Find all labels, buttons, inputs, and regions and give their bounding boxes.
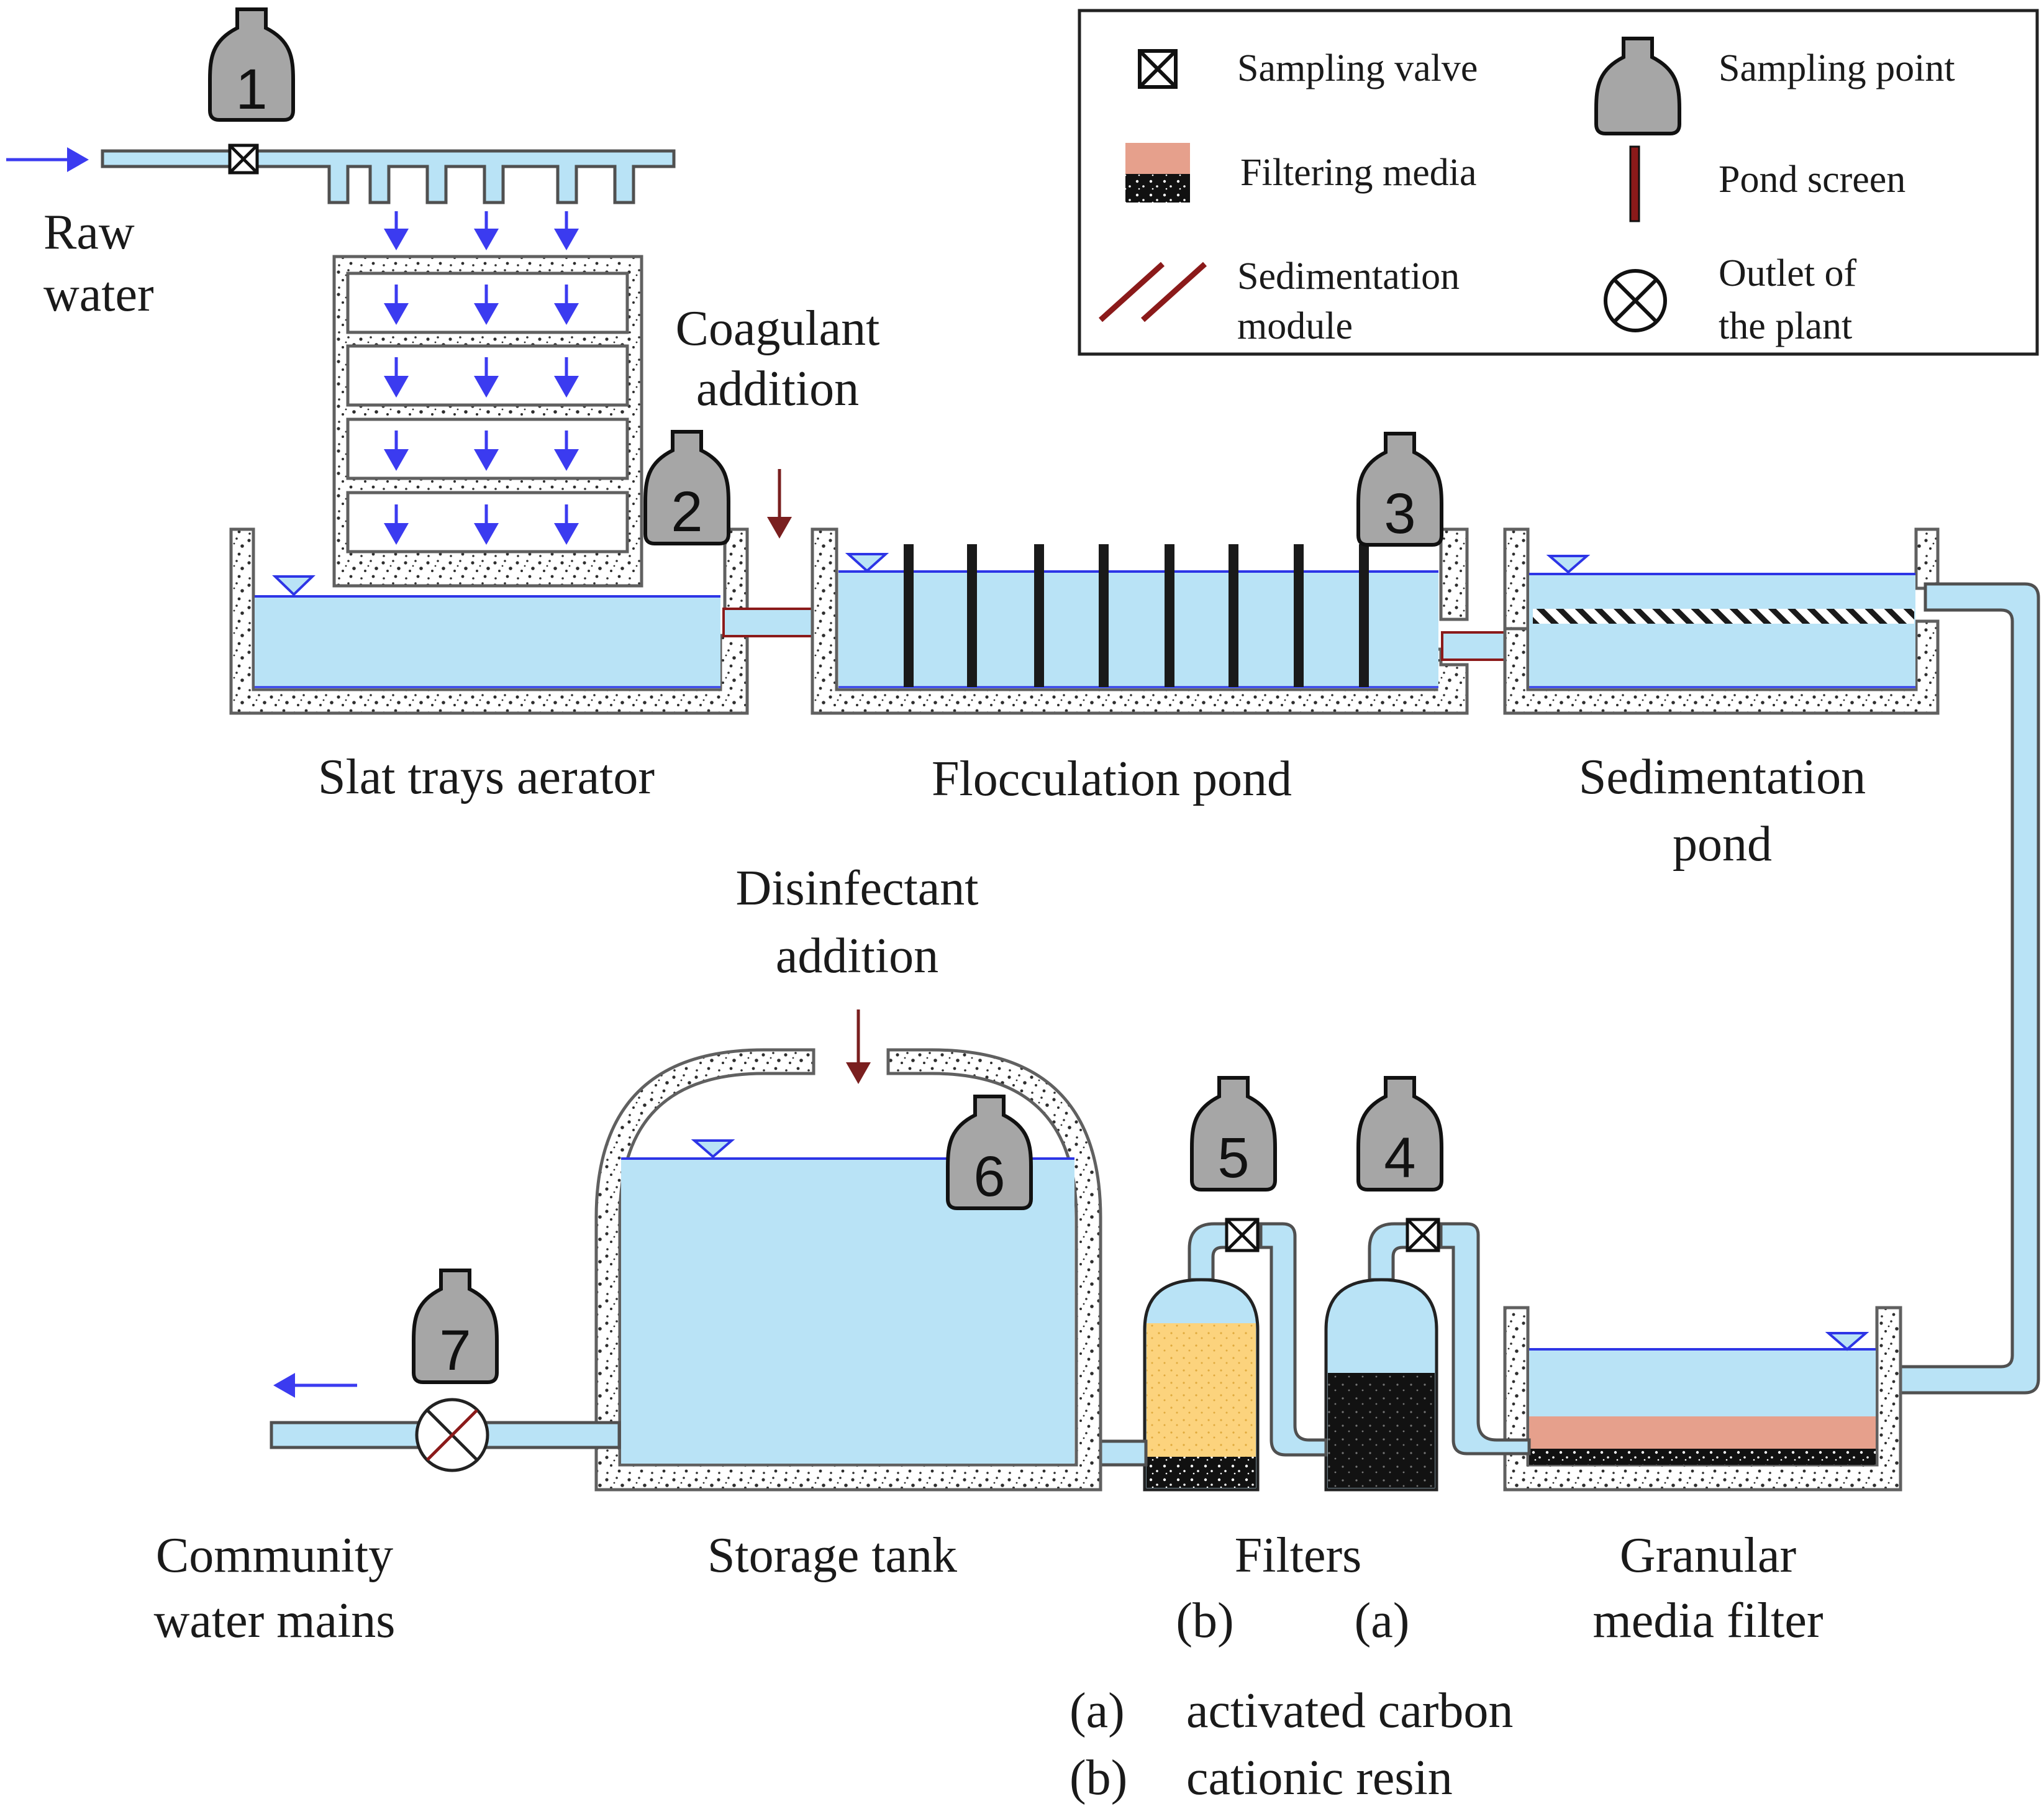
- sampling-point-4-icon: [1356, 1076, 1443, 1192]
- sampling-point-5-icon: [1190, 1076, 1277, 1192]
- sampling-point-2-number: 2: [671, 480, 702, 544]
- granular-label-1: Granular: [1620, 1528, 1796, 1583]
- aerator-water: [255, 596, 720, 688]
- sampling-point-6: 6: [946, 1095, 1033, 1210]
- filters-label: Filters: [1235, 1528, 1361, 1583]
- flocculation-level-marker-icon: [845, 553, 889, 573]
- filter-a-label: (a): [1355, 1593, 1410, 1648]
- sedimentation-module-layer: [1533, 609, 1914, 624]
- sedimentation-pond: [1503, 527, 1940, 715]
- filter-a-carbon: [1324, 1218, 1443, 1492]
- legend: Sampling valve Sampling point Filtering …: [1078, 9, 2039, 356]
- granular-label-2: media filter: [1593, 1593, 1824, 1648]
- legend-filtering-media-icon: [1125, 143, 1190, 203]
- filter-b-resin: [1143, 1218, 1263, 1492]
- sampling-point-2: 2: [643, 430, 730, 545]
- aerator-to-flocculation-pipe: [722, 608, 818, 637]
- legend-sampling-point-label: Sampling point: [1719, 47, 1955, 89]
- storage-tank-shell: [594, 1048, 1102, 1492]
- raw-water-label-1: Raw: [43, 205, 135, 260]
- outlet-valve-icon: [415, 1398, 489, 1472]
- carbon-to-resin-filter-pipe: [1259, 1222, 1328, 1457]
- coagulant-label-2: addition: [696, 362, 859, 416]
- sedimentation-label-2: pond: [1673, 817, 1772, 872]
- sedimentation-outlet-wall: [1914, 527, 1940, 590]
- sampling-point-7: 7: [412, 1269, 499, 1384]
- legend-sampling-point-icon: [1594, 37, 1681, 135]
- sampling-point-3-number: 3: [1384, 482, 1415, 545]
- filter-b-resin-bed: [1147, 1323, 1256, 1457]
- aerator-flow-arrows: [384, 211, 579, 545]
- granular-filter-water: [1529, 1349, 1876, 1418]
- granular-filter-gravel: [1529, 1449, 1876, 1465]
- key-b-text: cationic resin: [1186, 1751, 1453, 1805]
- storage-tank: [594, 1048, 1102, 1492]
- filter-b-label: (b): [1176, 1593, 1233, 1648]
- community-label-2: water mains: [154, 1593, 396, 1648]
- community-label-1: Community: [156, 1528, 393, 1583]
- storage-tank-water: [621, 1159, 1074, 1464]
- sampling-point-3: 3: [1356, 432, 1443, 547]
- sampling-point-6-icon: [946, 1095, 1033, 1210]
- legend-box: [1078, 9, 2039, 356]
- key-a-letter: (a): [1070, 1684, 1125, 1738]
- sampling-valve-1-icon: [228, 144, 259, 175]
- sampling-valve-4-icon: [1406, 1218, 1440, 1252]
- sampling-point-6-number: 6: [973, 1145, 1005, 1208]
- disinfectant-label-1: Disinfectant: [736, 861, 979, 916]
- aerator-label: Slat trays aerator: [318, 750, 655, 804]
- legend-sampling-valve-icon: [1138, 49, 1178, 89]
- legend-pond-screen-icon: [1629, 145, 1640, 222]
- sedimentation-inlet-wall: [1503, 527, 1530, 631]
- disinfectant-label-2: addition: [776, 929, 938, 983]
- storage-label: Storage tank: [707, 1528, 957, 1583]
- sampling-point-1-icon: [208, 7, 295, 122]
- legend-pond-screen-label: Pond screen: [1719, 158, 1905, 201]
- granular-media-filter: [1503, 1306, 1902, 1492]
- storage-level-marker-icon: [691, 1139, 735, 1159]
- raw-water-label-2: water: [43, 267, 154, 322]
- flocculation-label: Flocculation pond: [932, 752, 1292, 806]
- resin-to-storage-pipe: [1097, 1439, 1148, 1467]
- sampling-valve-5-icon: [1225, 1218, 1260, 1252]
- legend-outlet-label-2: the plant: [1719, 305, 1852, 347]
- sampling-point-4-number: 4: [1384, 1126, 1415, 1190]
- legend-sampling-valve-label: Sampling valve: [1237, 47, 1478, 89]
- granular-filter-media: [1529, 1416, 1876, 1449]
- flocculation-water: [838, 572, 1438, 688]
- sampling-point-3-icon: [1356, 432, 1443, 547]
- sampling-point-2-icon: [643, 430, 730, 545]
- legend-sedimentation-module-icon: [1098, 262, 1215, 322]
- filter-b-gravel: [1147, 1457, 1256, 1488]
- sedimentation-label-1: Sedimentation: [1579, 750, 1866, 804]
- raw-water-distribution-pipe: [101, 149, 676, 204]
- community-outlet: [270, 1373, 621, 1472]
- granular-to-carbon-filter-pipe: [1439, 1222, 1531, 1456]
- sampling-point-5: 5: [1190, 1076, 1277, 1192]
- sampling-point-7-icon: [412, 1269, 499, 1384]
- flocculation-pond: [811, 527, 1469, 715]
- flocculation-inner-wall: [1439, 527, 1469, 621]
- sampling-point-5-number: 5: [1217, 1126, 1249, 1190]
- legend-sedimentation-module-label-2: module: [1237, 305, 1353, 347]
- filter-a-carbon-bed: [1328, 1373, 1435, 1488]
- sampling-point-4: 4: [1356, 1076, 1443, 1192]
- legend-sedimentation-module-label-1: Sedimentation: [1237, 255, 1460, 298]
- flocculation-baffles: [904, 544, 1369, 687]
- raw-water-inlet: [6, 144, 676, 204]
- sedimentation-water: [1529, 574, 1915, 688]
- granular-filter-level-marker-icon: [1825, 1332, 1869, 1351]
- sampling-point-7-number: 7: [439, 1319, 471, 1382]
- legend-outlet-icon: [1604, 269, 1667, 332]
- legend-filtering-media-label: Filtering media: [1240, 152, 1477, 194]
- coagulant-label-1: Coagulant: [676, 301, 880, 356]
- legend-outlet-label-1: Outlet of: [1719, 252, 1856, 294]
- granular-filter-wall: [1503, 1306, 1902, 1492]
- sedimentation-level-marker-icon: [1546, 555, 1591, 574]
- key-b-letter: (b): [1070, 1751, 1127, 1805]
- sampling-point-1-number: 1: [235, 58, 267, 121]
- key-a-text: activated carbon: [1186, 1684, 1513, 1738]
- sampling-point-1: 1: [208, 7, 295, 122]
- aerator-level-marker-icon: [272, 575, 316, 596]
